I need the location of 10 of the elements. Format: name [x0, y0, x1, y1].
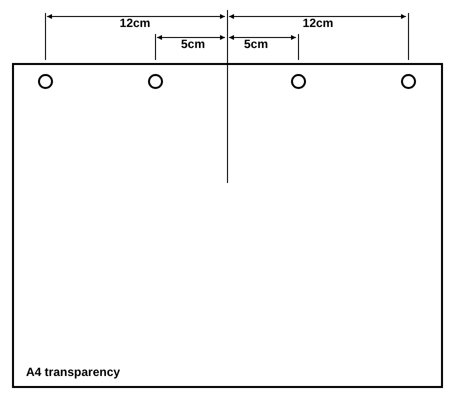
dimension-label: 5cm: [244, 38, 268, 50]
sheet-label: A4 transparency: [26, 366, 120, 378]
dimension-label: 12cm: [120, 17, 150, 29]
punch-hole: [148, 74, 162, 88]
dimension-label: 12cm: [302, 17, 334, 29]
punch-hole: [400, 74, 416, 88]
dimension-label: 5cm: [180, 38, 206, 50]
transparency-sheet: [12, 63, 443, 388]
punch-hole: [38, 74, 52, 88]
punch-hole: [290, 74, 306, 88]
